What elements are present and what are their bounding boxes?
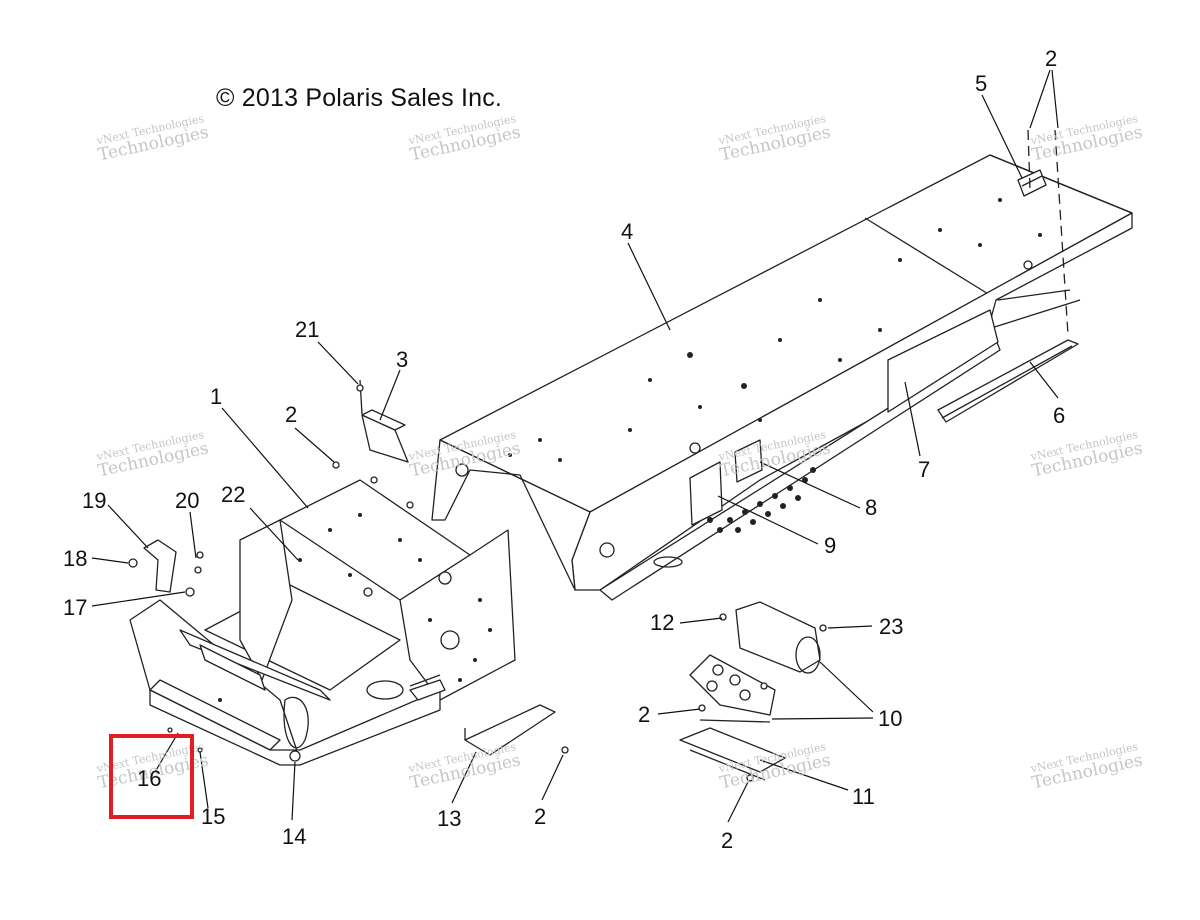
callout-21[interactable]: 21 <box>295 317 320 342</box>
selected-callout-highlight <box>109 734 194 819</box>
bracket-lower-part <box>679 727 786 781</box>
heat-shield-part <box>689 601 821 723</box>
callout-18[interactable]: 18 <box>63 546 88 571</box>
callout-1[interactable]: 1 <box>210 384 223 409</box>
callout-13[interactable]: 13 <box>437 806 462 831</box>
rail-part <box>937 339 1079 423</box>
callout-17[interactable]: 17 <box>63 595 88 620</box>
callout-8[interactable]: 8 <box>865 495 878 520</box>
copyright-notice: © 2013 Polaris Sales Inc. <box>216 84 503 112</box>
callout-19[interactable]: 19 <box>82 488 107 513</box>
callout-12[interactable]: 12 <box>650 610 675 635</box>
callout-9[interactable]: 9 <box>824 533 837 558</box>
callout-2[interactable]: 2 <box>721 828 734 853</box>
callout-10[interactable]: 10 <box>878 706 903 731</box>
callout-11[interactable]: 11 <box>852 784 875 809</box>
callout-5[interactable]: 5 <box>975 71 988 96</box>
callout-16[interactable]: 16 <box>137 766 162 791</box>
bracket-left-part <box>143 539 177 593</box>
callout-2[interactable]: 2 <box>1045 46 1058 71</box>
callout-6[interactable]: 6 <box>1053 403 1066 428</box>
bulkhead-part <box>129 479 516 766</box>
callout-2[interactable]: 2 <box>285 402 298 427</box>
callout-15[interactable]: 15 <box>201 804 226 829</box>
callout-20[interactable]: 20 <box>175 488 200 513</box>
callout-3[interactable]: 3 <box>396 347 409 372</box>
bracket-part <box>359 379 409 463</box>
callout-7[interactable]: 7 <box>918 457 931 482</box>
bumper-part <box>1017 169 1047 197</box>
callout-22[interactable]: 22 <box>221 482 246 507</box>
callout-14[interactable]: 14 <box>282 824 307 849</box>
callout-2[interactable]: 2 <box>534 804 547 829</box>
callout-4[interactable]: 4 <box>621 219 634 244</box>
callout-23[interactable]: 23 <box>879 614 904 639</box>
plate-part <box>464 704 556 756</box>
callout-2[interactable]: 2 <box>638 702 651 727</box>
tunnel-part <box>431 154 1133 601</box>
